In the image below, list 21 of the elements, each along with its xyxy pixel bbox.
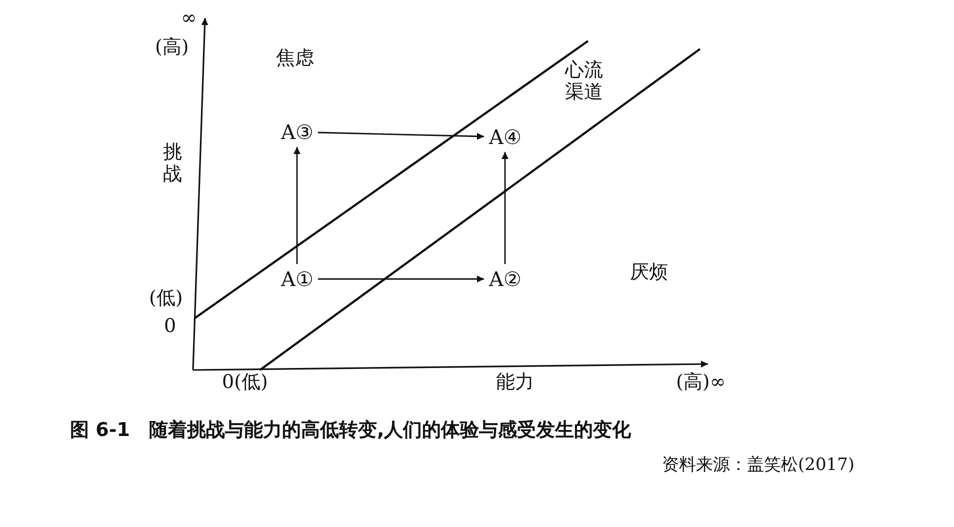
axis-end-label: ∞ [181, 8, 197, 30]
point-label: A② [487, 267, 524, 291]
tick-label: 0 [164, 316, 176, 338]
figure-caption: 图 6-1 随着挑战与能力的高低转变,人们的体验与感受发生的变化 [70, 420, 632, 442]
arrow [502, 152, 508, 264]
tick-label: 0(低) [222, 372, 268, 394]
arrow [318, 276, 484, 282]
region-label: 厌烦 [630, 262, 668, 284]
arrow [318, 132, 484, 140]
axis-end-label: (高)∞ [676, 372, 726, 394]
region-label: 心流渠道 [565, 60, 604, 104]
source-note: 资料来源：盖笑松(2017) [662, 456, 855, 476]
point-label: A④ [487, 125, 524, 149]
axis-title: 挑战 [163, 142, 183, 186]
axis-label: (低) [149, 288, 183, 310]
axis-title: 能力 [496, 372, 534, 394]
region-label: 焦虑 [276, 48, 314, 70]
arrow [294, 147, 300, 264]
point-label: A① [279, 267, 316, 291]
axis-label: (高) [155, 37, 189, 59]
point-label: A③ [279, 120, 316, 144]
